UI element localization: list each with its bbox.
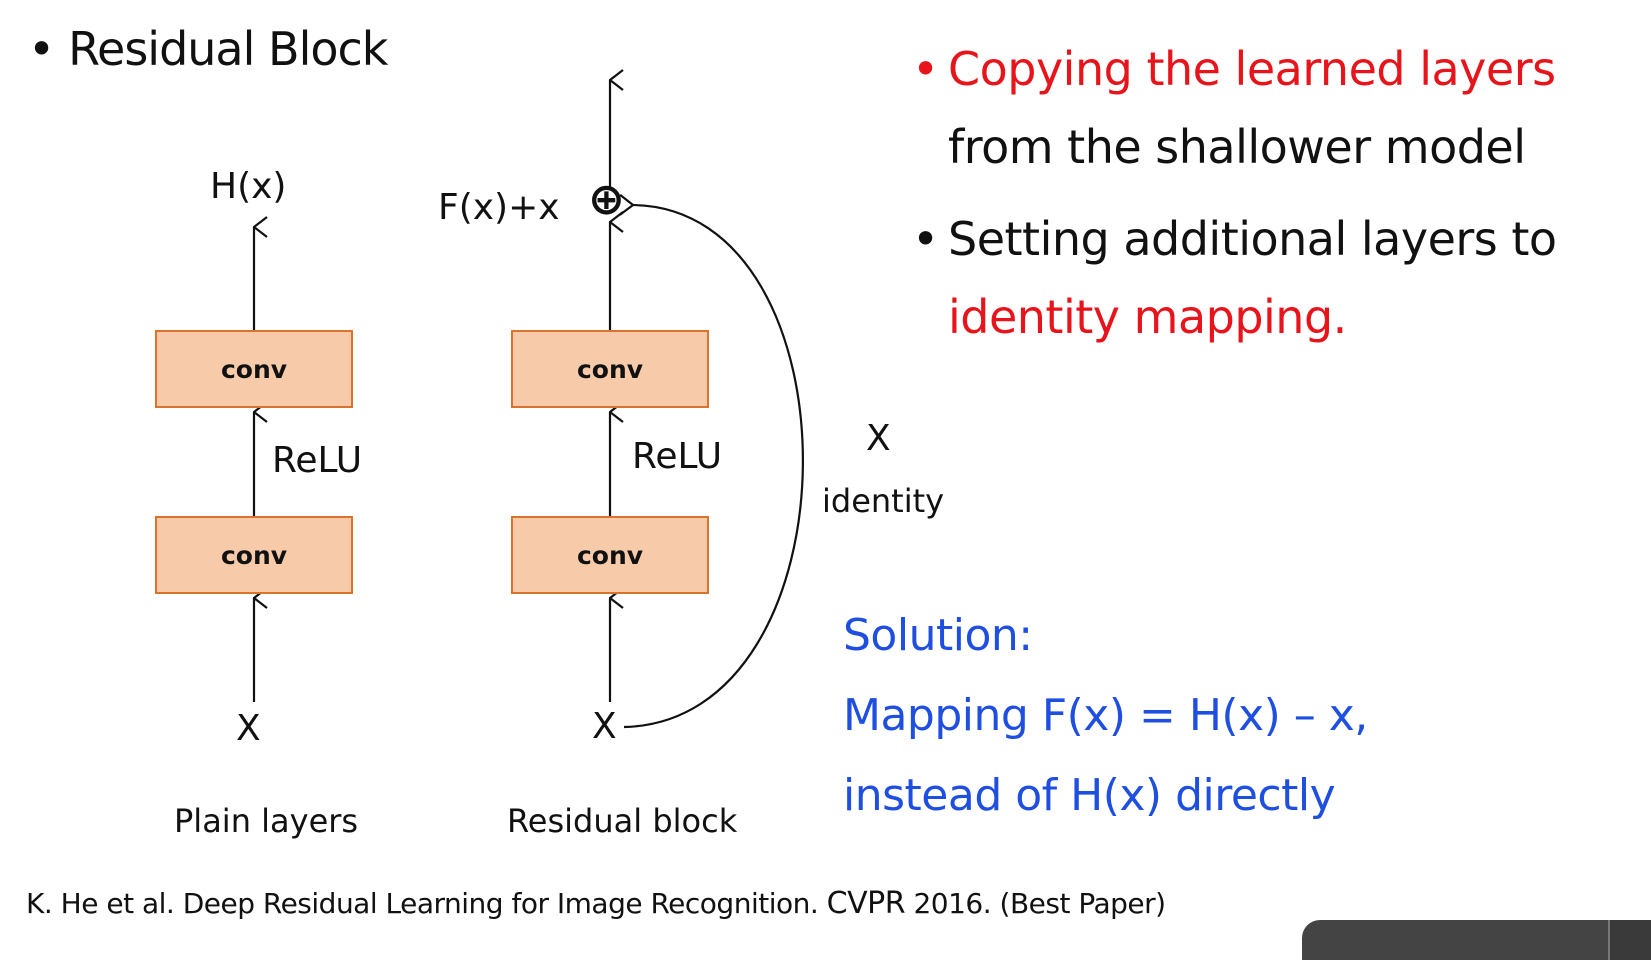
slide-title: •Residual Block xyxy=(28,22,388,76)
bullet-copy-rest: from the shallower model xyxy=(948,120,1526,174)
bullet-list: • Copying the learned layers from the sh… xyxy=(912,30,1557,356)
residual-caption: Residual block xyxy=(507,802,738,840)
identity-shortcut-arrow xyxy=(624,205,804,729)
slide-title-text: Residual Block xyxy=(68,22,388,76)
plain-conv-bottom: conv xyxy=(155,516,353,594)
bullet-identity-highlight: identity mapping. xyxy=(948,290,1347,344)
residual-conv-top: conv xyxy=(511,330,709,408)
shortcut-label-x: X xyxy=(866,418,891,459)
bullet-copy-layers: • Copying the learned layers from the sh… xyxy=(912,42,1556,174)
solution-text: Solution: Mapping F(x) = H(x) – x, inste… xyxy=(843,596,1368,836)
bottom-toolbar-edge xyxy=(1302,920,1651,960)
residual-conv-bottom: conv xyxy=(511,516,709,594)
sum-node: ⊕ xyxy=(588,174,625,225)
plain-conv-top: conv xyxy=(155,330,353,408)
solution-line-mapping: Mapping F(x) = H(x) – x, xyxy=(843,690,1368,741)
shortcut-label-identity: identity xyxy=(822,482,945,520)
citation: K. He et al. Deep Residual Learning for … xyxy=(26,886,1166,921)
residual-input-label: X xyxy=(592,706,617,747)
bottom-toolbar-edge-right xyxy=(1608,920,1651,960)
plain-relu-label: ReLU xyxy=(272,440,363,481)
residual-relu-label: ReLU xyxy=(632,436,723,477)
bullet-copy-highlight: Copying the learned layers xyxy=(948,42,1556,96)
solution-line-instead: instead of H(x) directly xyxy=(843,770,1336,821)
bullet-identity: • Setting additional layers to identity … xyxy=(912,212,1557,344)
plain-caption: Plain layers xyxy=(174,802,359,840)
plain-input-label: X xyxy=(236,708,261,749)
diagram-lines xyxy=(252,0,804,729)
bullet-identity-lead: Setting additional layers to xyxy=(948,212,1557,266)
solution-heading: Solution: xyxy=(843,610,1033,661)
plain-output-label: H(x) xyxy=(210,166,287,207)
citation-venue: CVPR xyxy=(826,886,906,921)
residual-output-label: F(x)+x xyxy=(438,187,560,228)
